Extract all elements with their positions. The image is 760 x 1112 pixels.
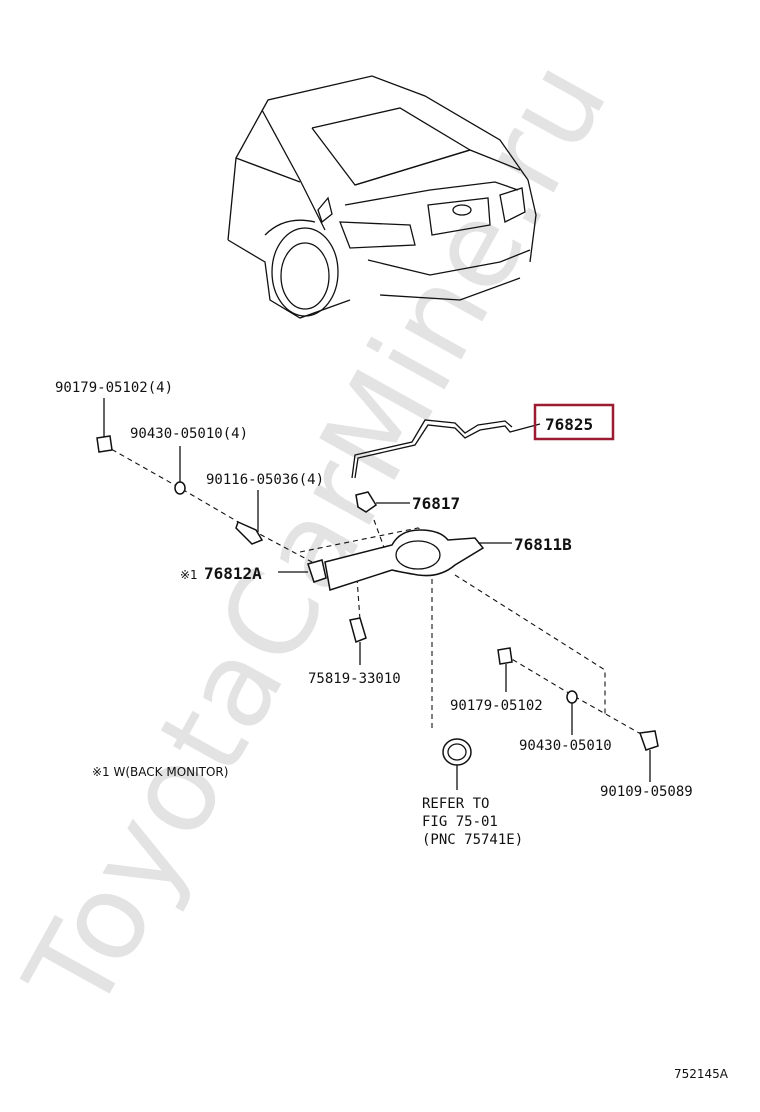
- highlight-box: [533, 403, 615, 441]
- part-76811B[interactable]: [324, 529, 512, 591]
- label-90116-05036-4[interactable]: 90116-05036(4): [206, 472, 324, 488]
- part-90109-05089[interactable]: [638, 730, 659, 782]
- label-76811B[interactable]: 76811B: [514, 535, 572, 554]
- label-75819-33010[interactable]: 75819-33010: [308, 671, 401, 687]
- label-90430-05010-4[interactable]: 90430-05010(4): [130, 426, 248, 442]
- part-76825[interactable]: [351, 403, 615, 479]
- figure-code: 752145A: [674, 1067, 729, 1081]
- label-76812A[interactable]: 76812A: [204, 564, 262, 583]
- part-90430-05010[interactable]: [566, 690, 578, 735]
- car-illustration: [227, 75, 537, 319]
- refer-line-2[interactable]: FIG 75-01: [422, 814, 498, 830]
- label-90109-05089[interactable]: 90109-05089: [600, 784, 693, 800]
- refer-line-1: REFER TO: [422, 796, 489, 812]
- dashed-leaders: [103, 444, 649, 739]
- part-75819-33010[interactable]: [349, 617, 367, 665]
- part-90179-05102[interactable]: [497, 647, 513, 692]
- part-90116-05036-4[interactable]: [235, 490, 264, 545]
- toyota-emblem-icon: [442, 738, 472, 790]
- label-76817[interactable]: 76817: [412, 494, 460, 513]
- label-90179-05102-4[interactable]: 90179-05102(4): [55, 380, 173, 396]
- part-90430-05010-4[interactable]: [174, 446, 186, 495]
- label-90430-05010[interactable]: 90430-05010: [519, 738, 612, 754]
- label-76825[interactable]: 76825: [545, 415, 593, 434]
- refer-line-3: (PNC 75741E): [422, 832, 523, 848]
- note-back-monitor: ※1 W(BACK MONITOR): [92, 765, 228, 779]
- part-90179-05102-4[interactable]: [96, 398, 113, 453]
- label-76812A-mark: ※1: [180, 568, 198, 582]
- part-76817[interactable]: [355, 491, 410, 513]
- label-90179-05102[interactable]: 90179-05102: [450, 698, 543, 714]
- part-76812A[interactable]: [278, 559, 327, 583]
